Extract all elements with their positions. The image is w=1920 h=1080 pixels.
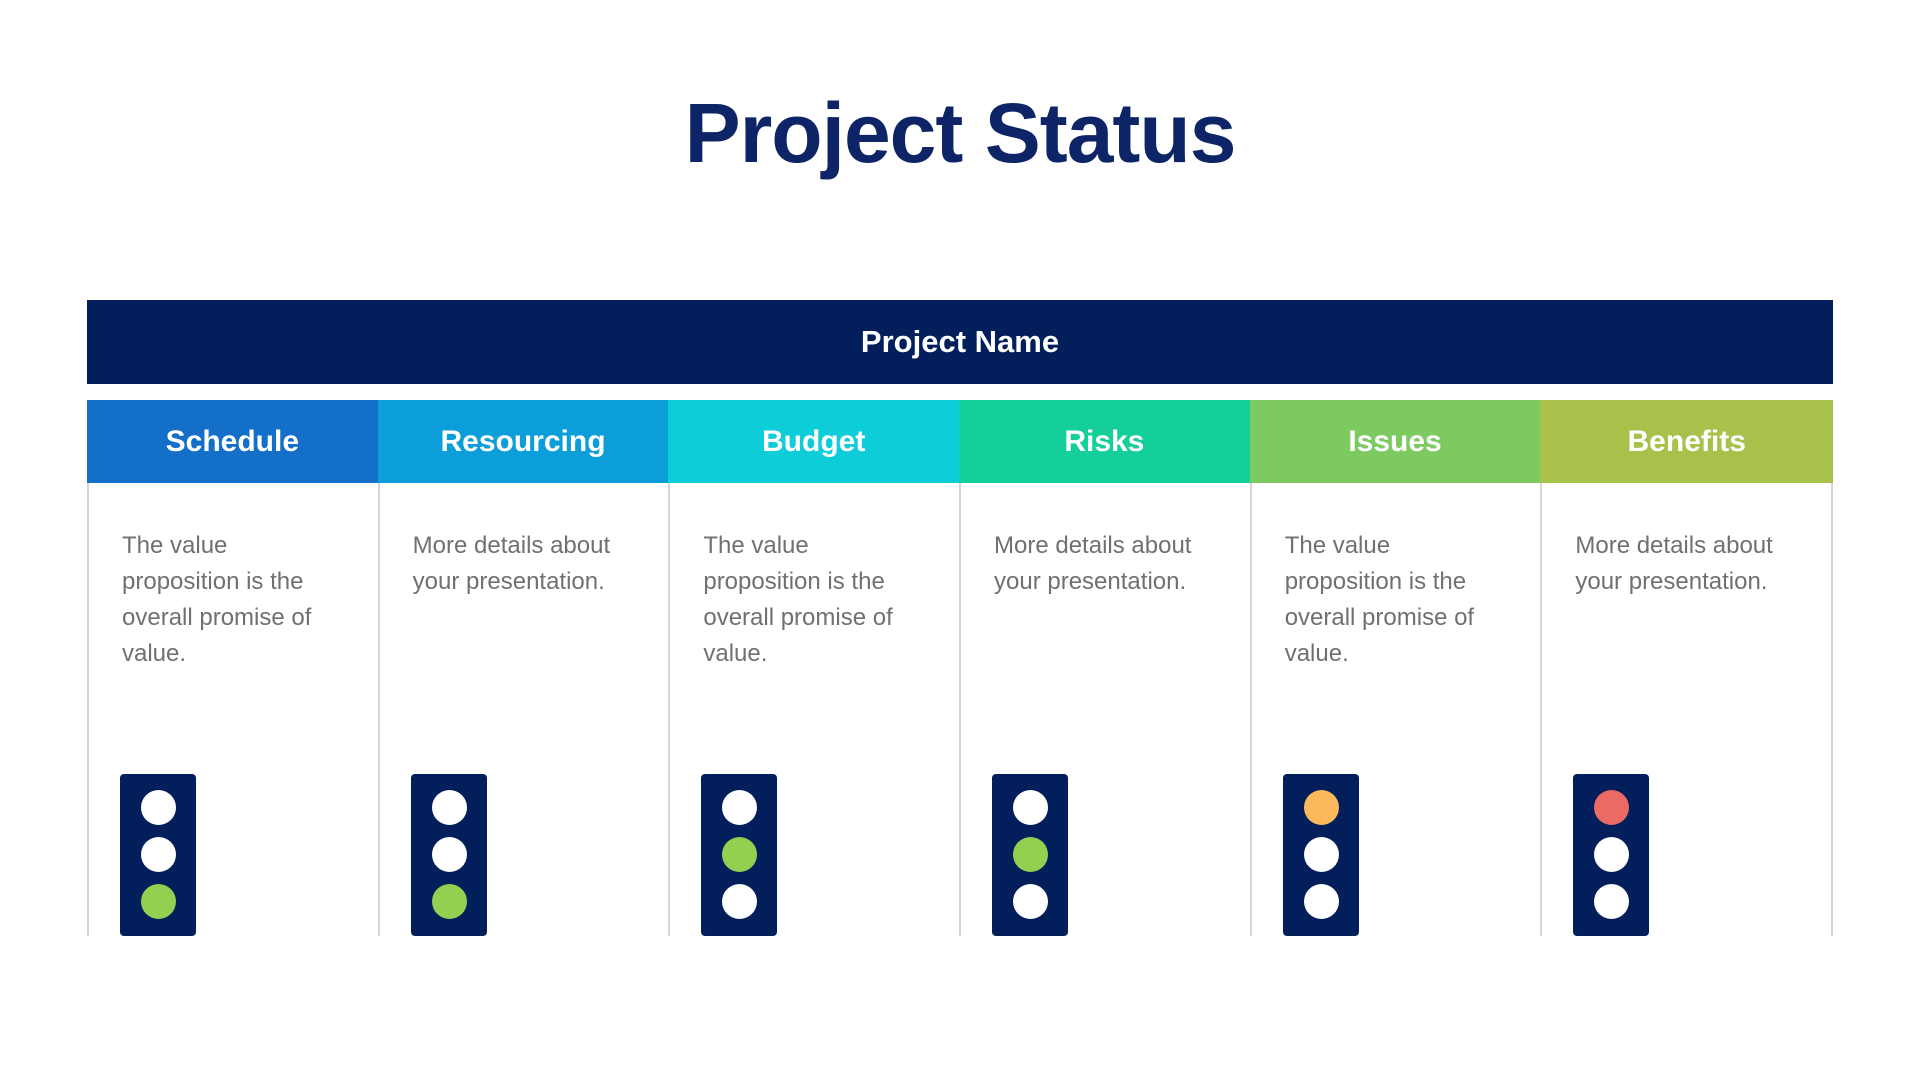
traffic-light-icon [701,774,778,936]
column-issues: Issues The value proposition is the over… [1249,400,1541,936]
traffic-light-icon [1282,774,1359,936]
column-header-resourcing: Resourcing [377,400,669,483]
column-description: More details about your presentation. [412,532,611,595]
column-schedule: Schedule The value proposition is the ov… [87,400,378,936]
column-header-label: Benefits [1627,424,1746,458]
light-bulb-icon [1013,837,1049,872]
column-header-label: Risks [1064,424,1145,458]
light-bulb-icon [1303,884,1339,919]
light-bulb-icon [431,790,467,825]
traffic-light-icon [410,774,487,936]
light-bulb-icon [141,790,176,825]
light-bulb-icon [1013,884,1049,919]
light-bulb-icon [1303,837,1339,872]
column-benefits: Benefits More details about your present… [1540,400,1834,936]
column-description: More details about your presentation. [1575,532,1773,595]
column-description: More details about your presentation. [994,532,1192,595]
column-header-schedule: Schedule [87,400,378,483]
column-resourcing: Resourcing More details about your prese… [377,400,669,936]
traffic-light-icon [1573,774,1650,936]
project-name-label: Project Name [860,324,1060,359]
column-header-label: Resourcing [440,424,606,458]
column-description: The value proposition is the overall pro… [1284,532,1475,667]
light-bulb-icon [431,837,467,872]
light-bulb-icon [431,884,467,919]
column-risks: Risks More details about your presentati… [959,400,1250,936]
light-bulb-icon [1303,790,1339,825]
light-bulb-icon [722,884,758,919]
project-name-bar: Project Name [87,300,1833,384]
column-header-label: Issues [1348,424,1442,458]
light-bulb-icon [1594,790,1630,825]
light-bulb-icon [1013,790,1049,825]
light-bulb-icon [1594,837,1630,872]
page-title: Project Status [684,86,1237,180]
column-header-label: Schedule [165,424,300,458]
light-bulb-icon [141,884,176,919]
column-description: The value proposition is the overall pro… [703,532,893,667]
light-bulb-icon [722,790,758,825]
light-bulb-icon [1594,884,1630,919]
column-header-budget: Budget [668,400,960,483]
column-header-benefits: Benefits [1540,400,1834,483]
traffic-light-icon [120,774,196,936]
column-header-issues: Issues [1249,400,1541,483]
column-description: The value proposition is the overall pro… [122,532,312,667]
light-bulb-icon [141,837,176,872]
traffic-light-icon [992,774,1069,936]
column-header-label: Budget [762,424,866,458]
status-table: Schedule The value proposition is the ov… [87,400,1834,936]
column-header-risks: Risks [959,400,1250,483]
light-bulb-icon [722,837,758,872]
column-budget: Budget The value proposition is the over… [668,400,960,936]
